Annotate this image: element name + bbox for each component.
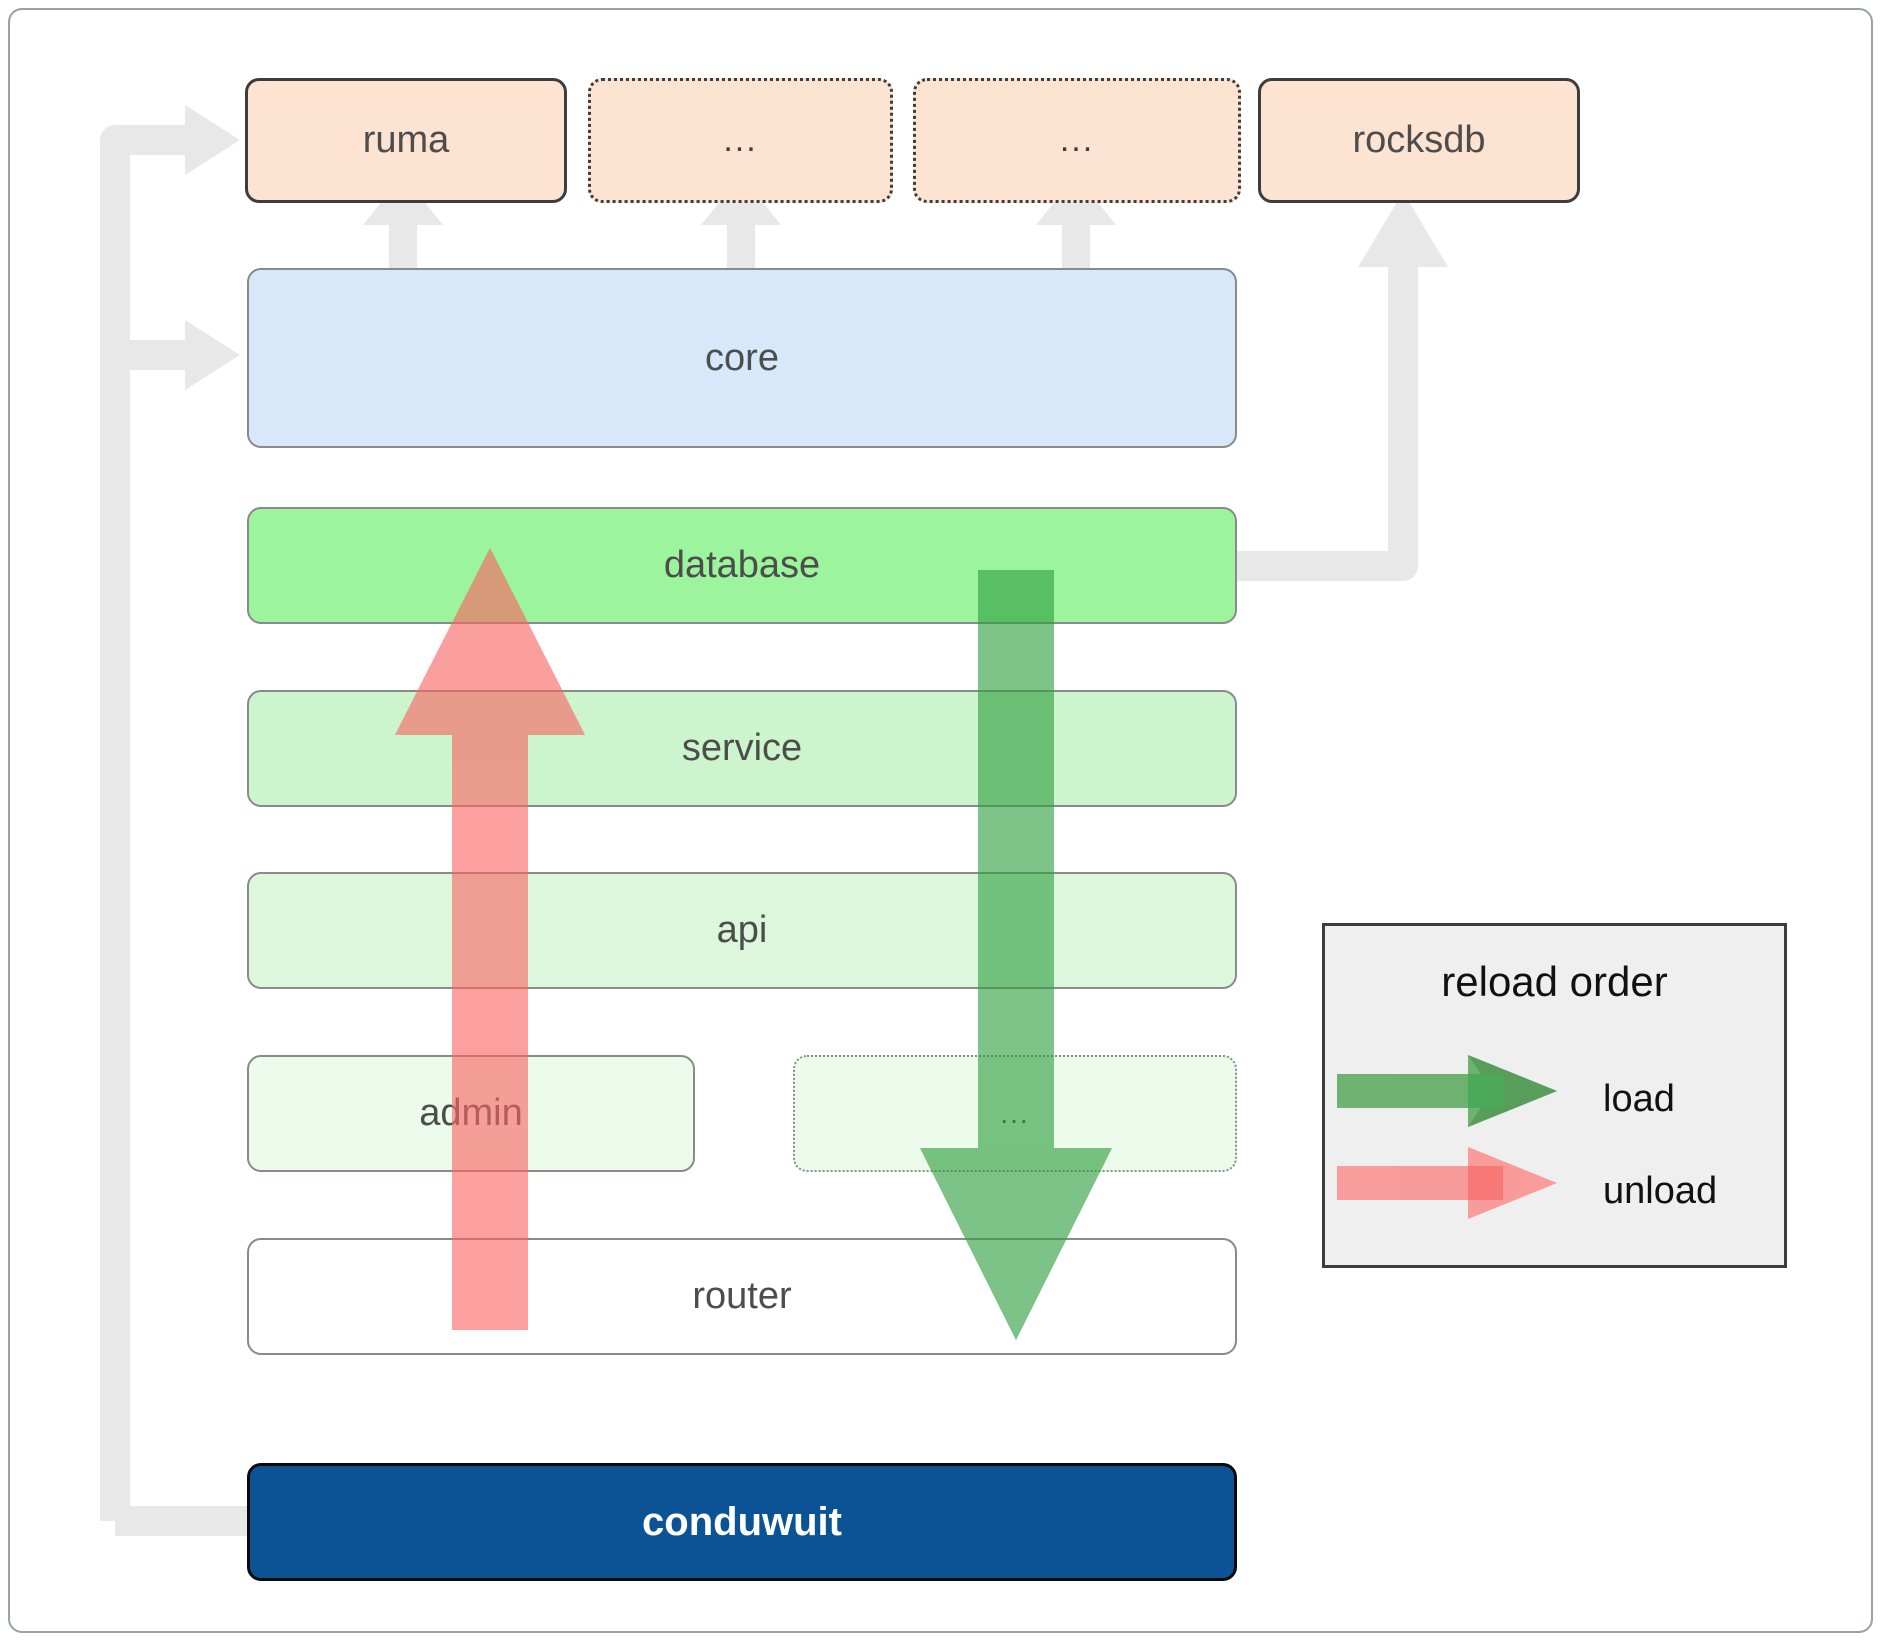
application-box-conduwuit[interactable]: conduwuit xyxy=(247,1463,1237,1581)
layer-box-core[interactable]: core xyxy=(247,268,1237,448)
layer-box-api[interactable]: api xyxy=(247,872,1237,989)
dependency-box-ruma[interactable]: ruma xyxy=(245,78,567,203)
dependency-label: rocksdb xyxy=(1352,119,1486,161)
legend-panel: reload order load unload xyxy=(1322,923,1787,1268)
dependency-label: ... xyxy=(723,121,758,159)
connector-conduwuit-to-ruma xyxy=(100,105,240,1521)
layer-label-database: database xyxy=(663,544,821,586)
layer-box-service[interactable]: service xyxy=(247,690,1237,807)
unload-arrow xyxy=(395,548,585,1330)
dependency-box-2[interactable]: ... xyxy=(588,78,893,203)
application-label: conduwuit xyxy=(642,1499,842,1544)
connector-database-to-rocksdb xyxy=(1230,192,1448,581)
dependency-label: ... xyxy=(1059,121,1095,159)
layer-label-core: core xyxy=(705,336,779,379)
load-arrow xyxy=(920,570,1112,1340)
legend-arrows xyxy=(1337,1055,1557,1219)
layer-label-api: api xyxy=(716,909,768,951)
layer-label-service: service xyxy=(681,727,803,769)
layer-label-router: router xyxy=(692,1275,792,1317)
connector-conduwuit-to-core xyxy=(130,320,240,390)
layer-box-router[interactable]: router xyxy=(247,1238,1237,1355)
dependency-box-3[interactable]: ... xyxy=(913,78,1241,203)
layer-box-database[interactable]: database xyxy=(247,507,1237,624)
legend-load-arrow xyxy=(1337,1055,1557,1127)
dependency-label: ruma xyxy=(362,119,450,161)
legend-label-load: load xyxy=(1603,1078,1675,1120)
dependency-box-rocksdb[interactable]: rocksdb xyxy=(1258,78,1580,203)
legend-title: reload order xyxy=(1441,958,1668,1005)
legend-unload-arrow xyxy=(1337,1147,1557,1219)
legend-label-unload: unload xyxy=(1603,1170,1718,1212)
